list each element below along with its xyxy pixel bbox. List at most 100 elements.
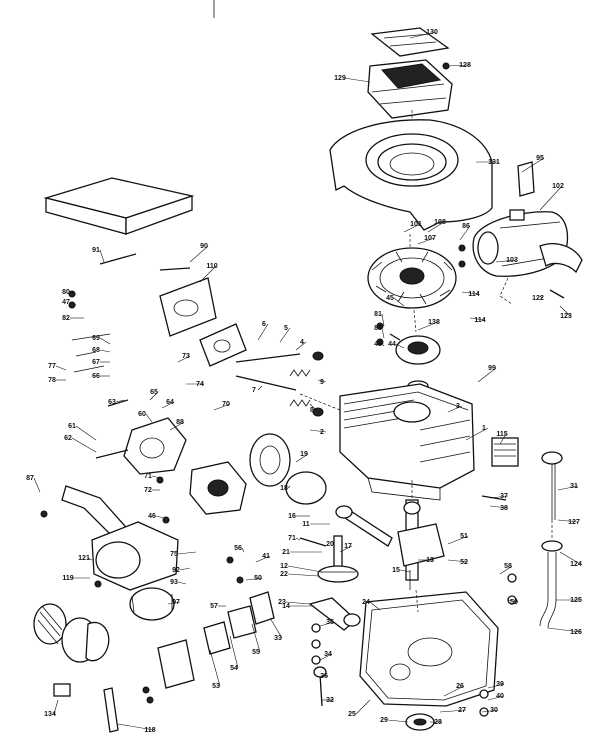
leader-line	[409, 31, 437, 39]
leader-line	[251, 623, 261, 653]
leader-line	[487, 695, 505, 701]
leader-line	[33, 477, 41, 493]
blower-housing	[329, 119, 493, 231]
part-number-label: 19	[300, 451, 308, 458]
part-number-label: 87	[26, 475, 34, 482]
leader-line	[489, 505, 509, 509]
part-number-label: 128	[459, 62, 471, 69]
part-number-label: 16	[288, 513, 296, 520]
part-number-label: 126	[570, 629, 582, 636]
leader-line	[99, 337, 111, 345]
leader-line	[387, 719, 409, 723]
part-number-label: 33	[274, 635, 282, 642]
leader-line	[489, 495, 509, 499]
part-number-label: 35	[320, 673, 328, 680]
leader-line	[177, 551, 197, 555]
part-number-label: 22	[280, 571, 288, 578]
part-number-label: 74	[196, 381, 204, 388]
leader-line	[559, 551, 581, 565]
leader-line	[309, 403, 317, 411]
part-number-label: 101	[410, 221, 422, 228]
part-number-label: 20	[326, 541, 334, 548]
muffler-assembly	[472, 161, 583, 277]
leader-line	[521, 157, 545, 173]
part-number-label: 57	[210, 603, 218, 610]
part-number-label: 80	[62, 289, 70, 296]
leader-line	[257, 385, 263, 391]
part-number-label: 32	[326, 697, 334, 704]
part-number-label: 90	[200, 243, 208, 250]
part-number-label: 23	[278, 599, 286, 606]
part-number-label: 124	[570, 561, 582, 568]
leader-line	[461, 291, 479, 295]
leader-line	[55, 365, 67, 371]
camshaft-gear	[317, 535, 359, 583]
part-number-label: 18	[280, 485, 288, 492]
part-number-label: 138	[428, 319, 440, 326]
leader-line	[149, 391, 159, 401]
part-number-label: 37	[500, 493, 508, 500]
leader-line	[443, 685, 465, 697]
leader-line	[507, 599, 519, 603]
crankshaft	[397, 499, 445, 590]
leader-line	[287, 485, 291, 489]
leader-line	[295, 537, 301, 541]
fuel-tank-cap	[285, 471, 327, 505]
leader-line	[355, 699, 371, 715]
leader-line	[469, 317, 485, 321]
leader-lines	[33, 31, 581, 731]
part-number-label: 73	[182, 353, 190, 360]
leader-line	[539, 185, 563, 211]
leader-line	[439, 709, 467, 713]
part-number-label: 31	[570, 483, 578, 490]
air-filter-element	[129, 587, 175, 621]
part-number-label: 107	[424, 235, 436, 242]
leader-line	[487, 683, 505, 689]
leader-line	[117, 723, 155, 731]
control-bracket	[61, 333, 134, 543]
leader-line	[177, 355, 191, 363]
gaskets-and-plates	[103, 591, 275, 733]
leader-line	[155, 515, 165, 519]
leader-line	[241, 547, 245, 553]
air-cleaner-cover	[43, 177, 195, 235]
part-number-label: 50	[254, 575, 262, 582]
leader-line	[539, 295, 543, 299]
part-number-label: 40	[496, 693, 504, 700]
part-number-label: 77	[48, 363, 56, 370]
part-number-label: 119	[62, 575, 73, 582]
part-number-label: 114	[474, 317, 485, 324]
part-number-label: 66	[92, 373, 100, 380]
leader-line	[547, 627, 581, 633]
part-number-label: 69	[92, 335, 100, 342]
part-number-label: 52	[460, 559, 468, 566]
leader-line	[339, 545, 353, 553]
part-number-label: 11	[302, 521, 310, 528]
leader-line	[495, 259, 517, 263]
part-number-label: 3	[456, 403, 460, 410]
part-number-label: 110	[206, 263, 217, 270]
part-number-label: 24	[362, 599, 370, 606]
part-number-label: 45	[386, 295, 394, 302]
part-number-label: 12	[280, 563, 288, 570]
part-number-label: 15	[392, 567, 400, 574]
part-number-label: 81	[374, 311, 382, 318]
part-number-label: 121	[78, 555, 90, 562]
assembly-lines	[299, 108, 553, 613]
part-number-label: 123	[560, 313, 572, 320]
leader-line	[447, 64, 470, 67]
bolts-and-fasteners	[40, 62, 565, 717]
part-number-label: 64	[166, 399, 174, 406]
leader-line	[167, 601, 181, 605]
part-number-label: 99	[488, 365, 496, 372]
part-number-label: 13	[426, 557, 434, 564]
part-number-label: 62	[64, 435, 72, 442]
leader-line	[557, 519, 579, 523]
leader-line	[161, 401, 175, 409]
part-number-label: 82	[62, 315, 70, 322]
part-number-label: 48	[374, 341, 382, 348]
leader-line	[295, 453, 309, 463]
air-cleaner-body	[33, 603, 110, 697]
leader-line	[285, 601, 311, 605]
part-number-label: 5	[284, 325, 288, 332]
